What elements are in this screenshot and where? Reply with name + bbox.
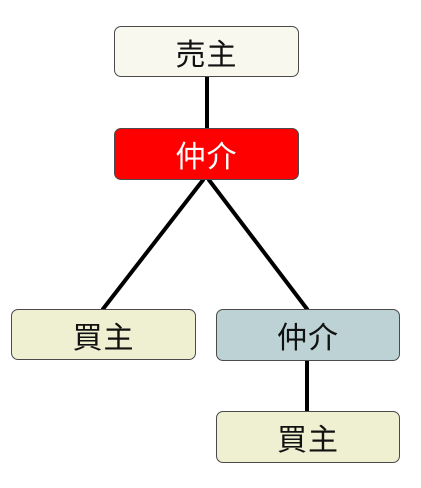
edge-broker-subbroker <box>207 178 309 311</box>
node-broker-primary: 仲介 <box>114 128 299 180</box>
node-seller: 売主 <box>114 26 299 77</box>
node-broker-secondary: 仲介 <box>216 309 400 361</box>
node-buyer-right: 買主 <box>216 411 400 463</box>
node-broker-secondary-label: 仲介 <box>277 321 339 356</box>
node-seller-label: 売主 <box>175 37 238 73</box>
node-buyer-right-label: 買主 <box>277 423 339 458</box>
node-broker-primary-label: 仲介 <box>175 140 238 175</box>
edge-broker-buyer <box>101 178 205 311</box>
node-buyer-left: 買主 <box>11 309 196 360</box>
node-buyer-left-label: 買主 <box>72 320 135 356</box>
